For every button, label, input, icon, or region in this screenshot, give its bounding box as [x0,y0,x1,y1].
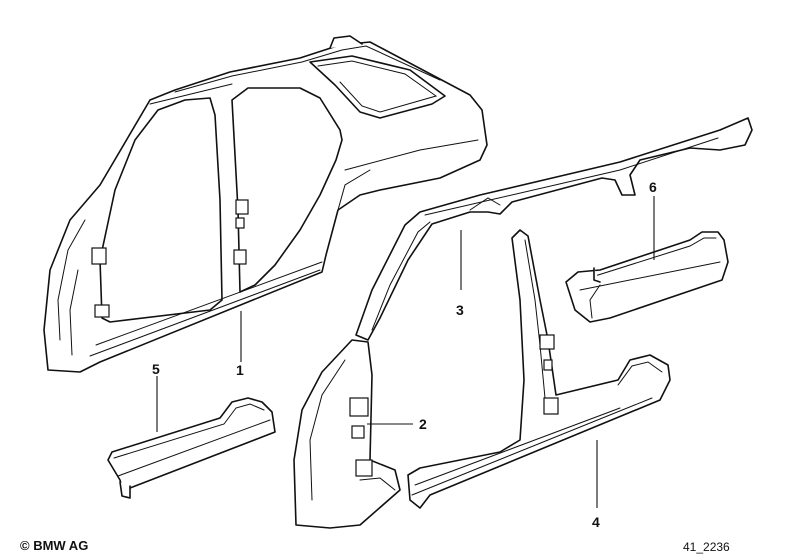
callout-label-2: 2 [419,416,427,432]
callout-label-3: 3 [456,302,464,318]
callout-label-5: 5 [152,361,160,377]
callout-label-1: 1 [236,362,244,378]
copyright-notice: © BMW AG [20,538,89,553]
callout-label-6: 6 [649,179,657,195]
sill-part-6 [565,231,729,323]
sill-part-5 [107,397,276,499]
a-pillar-part-2 [293,339,401,529]
side-frame-part-1 [43,35,488,373]
roof-rail-part-3 [355,117,753,341]
diagram-reference-number: 41_2236 [683,540,730,554]
b-pillar-rocker-part-4 [407,229,671,509]
callout-label-4: 4 [592,514,600,530]
